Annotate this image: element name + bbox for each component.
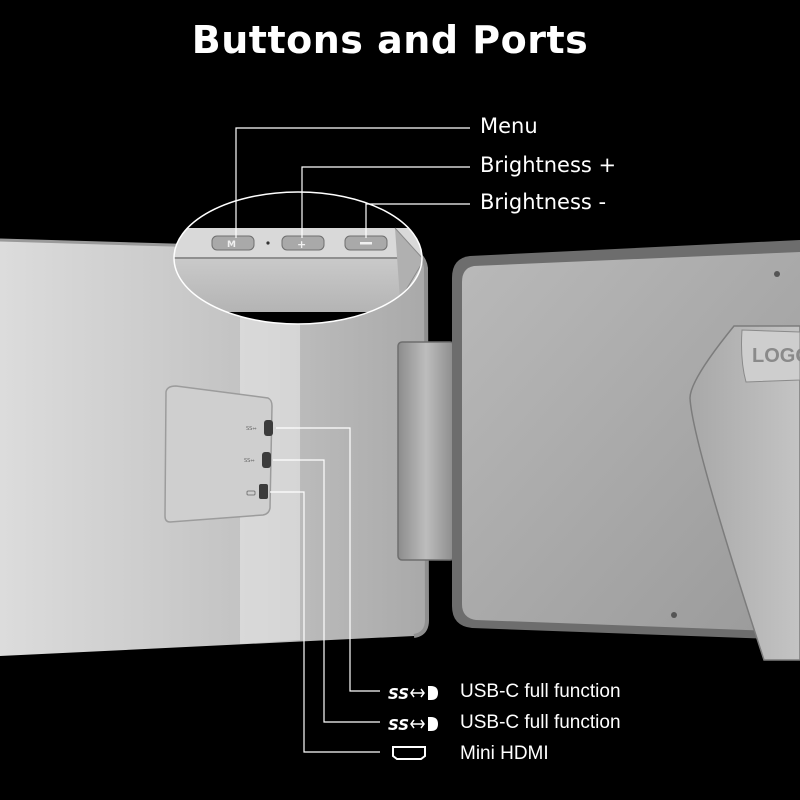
menu-label: Menu xyxy=(480,114,538,138)
brightness-up-label: Brightness + xyxy=(480,153,617,177)
usb-superspeed-icon: SS xyxy=(388,716,438,734)
plus-button-icon: + xyxy=(297,238,306,251)
svg-text:SS: SS xyxy=(388,685,409,703)
stand-logo: LOGO xyxy=(752,345,800,367)
usb-superspeed-icon: SS xyxy=(388,685,438,703)
mini-hdmi-port xyxy=(259,484,268,499)
port-leader-lines xyxy=(270,427,380,753)
right-monitor-panel xyxy=(452,240,800,640)
m-button-icon: M xyxy=(227,240,236,250)
usb-c-port-1-label: USB-C full function xyxy=(460,681,621,702)
hinge xyxy=(397,341,455,561)
button-leader-lines xyxy=(235,127,470,238)
svg-text:SS: SS xyxy=(388,716,409,734)
mini-hdmi-label: Mini HDMI xyxy=(460,743,549,764)
svg-text:SS⇔: SS⇔ xyxy=(244,458,255,464)
usb-c-port-2-label: USB-C full function xyxy=(460,712,621,733)
button-zoom-magnifier: M + xyxy=(173,191,423,325)
mini-hdmi-icon xyxy=(392,746,426,760)
page-title: Buttons and Ports xyxy=(191,18,589,62)
kickstand: LOGO xyxy=(689,325,800,661)
brightness-down-label: Brightness - xyxy=(480,190,607,214)
minus-button-icon xyxy=(360,242,372,245)
usb-c-port-1 xyxy=(264,420,273,436)
usb-c-port-2 xyxy=(262,452,271,468)
port-module: SS⇔ SS⇔ xyxy=(164,385,273,523)
svg-text:SS⇔: SS⇔ xyxy=(246,426,257,432)
